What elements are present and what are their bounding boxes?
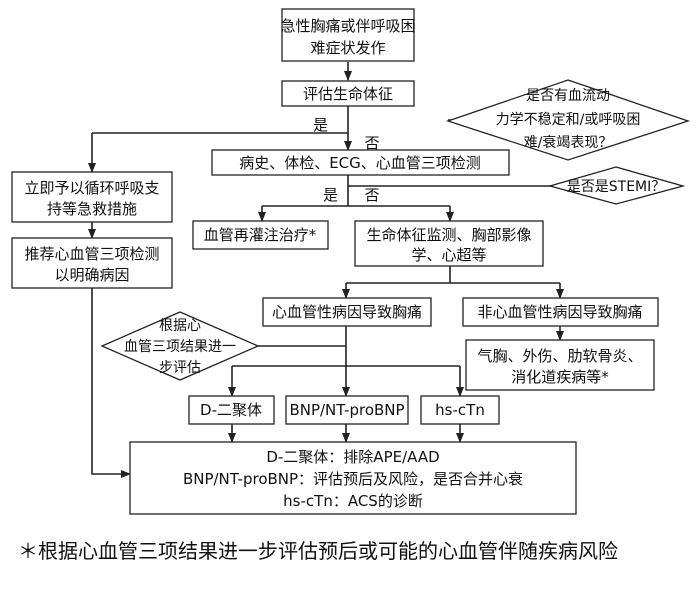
svg-text:消化道疾病等*: 消化道疾病等* <box>511 368 609 386</box>
svg-text:心血管性病因导致胸痛: 心血管性病因导致胸痛 <box>272 303 422 321</box>
flowchart: 是 否 是 否 急性胸痛或伴呼吸困 难症状发作 评估生命体征 是否有血流动 力学… <box>11 8 691 515</box>
node-hsctn: hs-cTn <box>420 395 500 425</box>
footnote: ＊根据心血管三项结果进一步评估预后或可能的心血管伴随疾病风险 <box>18 539 618 563</box>
label-yes-2: 是 <box>323 186 338 204</box>
line-recommend-down <box>91 287 131 478</box>
node-noncardio-cause: 非心血管性病因导致胸痛 <box>462 297 659 327</box>
svg-text:难症状发作: 难症状发作 <box>310 39 385 57</box>
svg-text:是否是STEMI？: 是否是STEMI？ <box>567 179 666 195</box>
svg-text:根据心: 根据心 <box>159 318 201 334</box>
svg-text:急性胸痛或伴呼吸困: 急性胸痛或伴呼吸困 <box>280 17 415 35</box>
node-bnp: BNP/NT-proBNP <box>285 395 409 425</box>
svg-text:血管再灌注治疗*: 血管再灌注治疗* <box>204 226 317 244</box>
svg-text:生命体征监测、胸部影像: 生命体征监测、胸部影像 <box>366 226 531 244</box>
node-start: 急性胸痛或伴呼吸困 难症状发作 <box>280 8 416 62</box>
svg-text:D-二聚体：排除APE/AAD: D-二聚体：排除APE/AAD <box>266 448 439 466</box>
node-history: 病史、体检、ECG、心血管三项检测 <box>211 149 510 176</box>
decision-unstable: 是否有血流动 力学不稳定和/或呼吸困 难/衰竭表现？ <box>445 79 691 161</box>
node-reperfusion: 血管再灌注治疗* <box>192 220 329 250</box>
svg-text:是否有血流动: 是否有血流动 <box>526 88 610 104</box>
node-assess-vitals: 评估生命体征 <box>281 80 415 107</box>
label-no-2: 否 <box>364 186 379 204</box>
node-immediate-support: 立即予以循环呼吸支 持等急救措施 <box>11 171 173 223</box>
svg-text:立即予以循环呼吸支: 立即予以循环呼吸支 <box>24 179 159 197</box>
svg-text:难/衰竭表现？: 难/衰竭表现？ <box>524 134 613 151</box>
svg-text:持等急救措施: 持等急救措施 <box>47 200 137 218</box>
node-cardio-cause: 心血管性病因导致胸痛 <box>262 297 432 327</box>
svg-text:血管三项结果进一: 血管三项结果进一 <box>124 339 236 355</box>
svg-text:D-二聚体: D-二聚体 <box>200 401 262 419</box>
svg-text:BNP/NT-proBNP：评估预后及风险，是否合并心衰: BNP/NT-proBNP：评估预后及风险，是否合并心衰 <box>183 470 523 488</box>
svg-text:评估生命体征: 评估生命体征 <box>303 85 393 103</box>
decision-further: 根据心 血管三项结果进一 步评估 <box>100 311 260 381</box>
label-yes-1: 是 <box>313 116 328 134</box>
svg-text:步评估: 步评估 <box>159 360 201 376</box>
svg-text:非心血管性病因导致胸痛: 非心血管性病因导致胸痛 <box>477 303 642 321</box>
decision-stemi: 是否是STEMI？ <box>547 166 686 205</box>
svg-text:学、心超等: 学、心超等 <box>411 246 486 264</box>
svg-text:hs-cTn: hs-cTn <box>435 401 485 419</box>
node-summary: D-二聚体：排除APE/AAD BNP/NT-proBNP：评估预后及风险，是否… <box>129 441 577 515</box>
svg-text:力学不稳定和/或呼吸困: 力学不稳定和/或呼吸困 <box>496 112 641 128</box>
label-no-1: 否 <box>364 134 379 152</box>
svg-text:以明确病因: 以明确病因 <box>54 266 129 284</box>
svg-text:推荐心血管三项检测: 推荐心血管三项检测 <box>24 245 159 263</box>
svg-text:病史、体检、ECG、心血管三项检测: 病史、体检、ECG、心血管三项检测 <box>239 154 481 172</box>
node-recommend-tests: 推荐心血管三项检测 以明确病因 <box>11 237 173 289</box>
svg-text:hs-cTn：ACS的诊断: hs-cTn：ACS的诊断 <box>283 492 423 510</box>
svg-text:BNP/NT-proBNP: BNP/NT-proBNP <box>289 401 404 419</box>
svg-text:气胸、外伤、肋软骨炎、: 气胸、外伤、肋软骨炎、 <box>477 347 642 365</box>
node-monitoring: 生命体征监测、胸部影像 学、心超等 <box>354 220 544 267</box>
connectors <box>88 62 564 478</box>
node-ddimer: D-二聚体 <box>188 395 275 425</box>
node-noncardio-examples: 气胸、外伤、肋软骨炎、 消化道疾病等* <box>465 339 655 391</box>
